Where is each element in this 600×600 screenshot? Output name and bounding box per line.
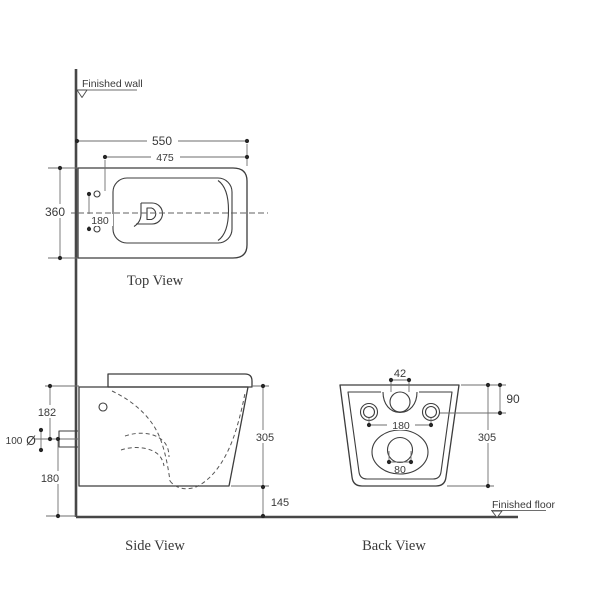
dimension-labels: 550 475 360 180 182 100 Ø 180 305 145 42… bbox=[6, 134, 520, 509]
halo bbox=[33, 405, 62, 418]
dim-dot bbox=[244, 138, 250, 144]
finished-floor-label: Finished floor bbox=[491, 499, 556, 518]
side-fixing-hole bbox=[98, 402, 108, 412]
finished-wall-label: Finished wall bbox=[76, 78, 143, 98]
back-view bbox=[339, 384, 460, 487]
dim-dot bbox=[86, 191, 92, 197]
inlet-arch bbox=[382, 391, 418, 414]
dim-label-80: 80 bbox=[394, 464, 406, 476]
dim-label-305-side: 305 bbox=[256, 432, 274, 444]
mounting-hole-inner bbox=[424, 405, 438, 419]
dim-dot bbox=[388, 377, 394, 383]
top-view-rim-outline bbox=[112, 177, 233, 244]
top-view-body-outline bbox=[77, 167, 248, 259]
dim-dot bbox=[74, 138, 80, 144]
finished-floor-text: Finished floor bbox=[492, 499, 556, 511]
halo bbox=[40, 204, 71, 218]
dim-label-180-side: 180 bbox=[41, 473, 59, 485]
back-view-inner-outline bbox=[347, 391, 453, 480]
dim-dot bbox=[47, 383, 53, 389]
back-view-body-outline bbox=[339, 384, 460, 487]
dim-dot bbox=[497, 410, 503, 416]
dim-dot bbox=[38, 447, 44, 453]
dim-dot bbox=[260, 484, 266, 490]
dim-label-360: 360 bbox=[45, 205, 65, 219]
flush-opening-inner bbox=[146, 207, 157, 221]
flush-opening-outer bbox=[136, 202, 163, 225]
dim-dot bbox=[386, 459, 392, 465]
dim-dot bbox=[86, 226, 92, 232]
dim-dot bbox=[497, 382, 503, 388]
trapway-dashed-curve bbox=[120, 447, 165, 467]
side-view-body-outline bbox=[78, 386, 249, 487]
top-view-title: Top View bbox=[127, 273, 184, 289]
dim-dot bbox=[485, 483, 491, 489]
side-view bbox=[58, 373, 253, 490]
dim-dot bbox=[244, 154, 250, 160]
dim-label-182: 182 bbox=[38, 407, 56, 419]
dim-dot bbox=[428, 422, 434, 428]
dim-dot bbox=[408, 459, 414, 465]
dim-label-145: 145 bbox=[271, 497, 289, 509]
drain-outlet-hole bbox=[386, 436, 414, 464]
dim-label-90: 90 bbox=[506, 392, 520, 406]
back-view-title: Back View bbox=[362, 538, 426, 554]
dim-dot bbox=[102, 154, 108, 160]
dimension-lines bbox=[35, 140, 506, 517]
datum-triangle-icon bbox=[76, 89, 88, 98]
side-view-title: Side View bbox=[125, 538, 185, 554]
dim-label-180-top: 180 bbox=[91, 215, 109, 227]
dim-dot bbox=[57, 165, 63, 171]
dim-dot bbox=[55, 436, 61, 442]
water-inlet-hole bbox=[389, 391, 411, 413]
dim-label-42: 42 bbox=[394, 368, 406, 380]
label-halos bbox=[33, 133, 503, 484]
dim-label-100: 100 bbox=[6, 436, 23, 447]
dim-label-550: 550 bbox=[152, 134, 172, 148]
halo bbox=[147, 133, 178, 147]
halo bbox=[473, 430, 503, 443]
dim-dot bbox=[57, 255, 63, 261]
dim-dot bbox=[366, 422, 372, 428]
dim-dot bbox=[260, 383, 266, 389]
side-view-seat-outline bbox=[107, 373, 253, 388]
dim-dot bbox=[485, 382, 491, 388]
top-view-rim-band bbox=[217, 180, 230, 241]
flush-opening-tail bbox=[133, 203, 142, 227]
dim-dot bbox=[47, 436, 53, 442]
dim-dot bbox=[406, 377, 412, 383]
dim-label-305-back: 305 bbox=[478, 432, 496, 444]
trapway-dashed-curve bbox=[124, 432, 170, 458]
dim-dot bbox=[38, 427, 44, 433]
top-view bbox=[60, 167, 268, 259]
mounting-hole-inner bbox=[362, 405, 376, 419]
datum-triangle-icon bbox=[491, 510, 503, 518]
dim-label-475: 475 bbox=[156, 152, 174, 164]
halo bbox=[250, 430, 281, 443]
dimension-dots bbox=[38, 138, 503, 519]
trapway-dashed-curve bbox=[169, 392, 246, 490]
halo bbox=[151, 150, 180, 162]
dim-dot bbox=[260, 513, 266, 519]
finished-wall-text: Finished wall bbox=[82, 78, 143, 90]
halo bbox=[87, 214, 113, 226]
dim-label-180-back: 180 bbox=[392, 420, 410, 432]
dim-dot bbox=[55, 513, 61, 519]
halo bbox=[36, 471, 65, 484]
fixing-hole bbox=[93, 190, 101, 198]
halo bbox=[387, 418, 415, 430]
diameter-symbol: Ø bbox=[26, 434, 36, 448]
trapway-dashed-curve bbox=[111, 390, 171, 482]
